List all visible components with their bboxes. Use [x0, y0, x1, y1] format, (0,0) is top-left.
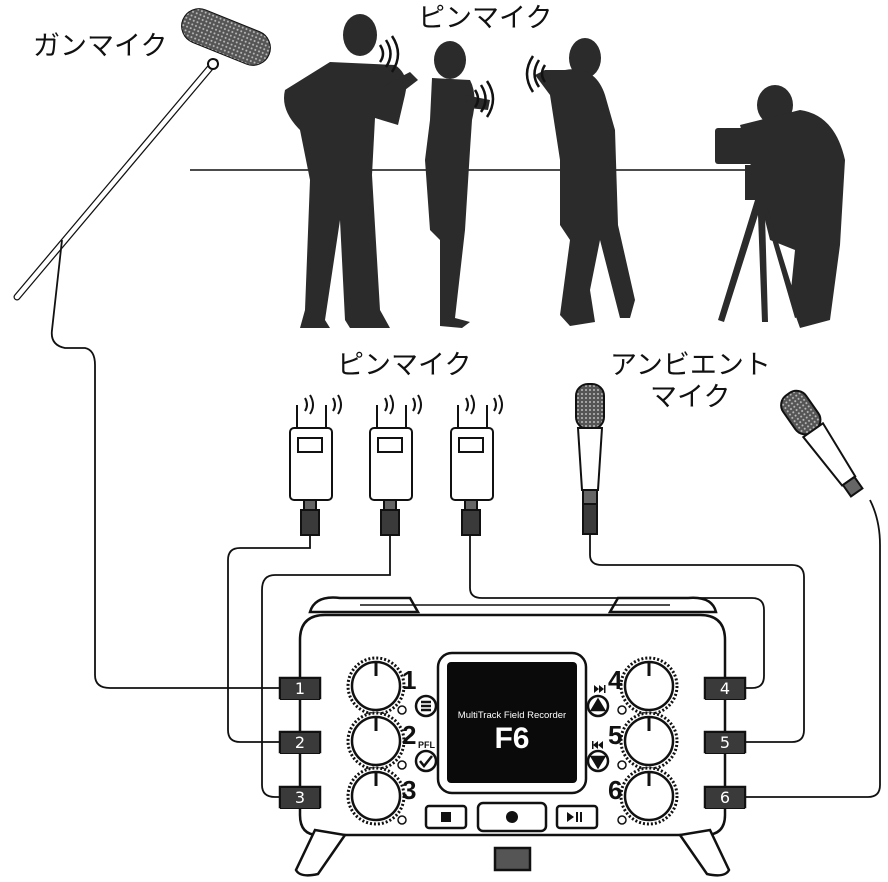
knob-number-1: 1: [402, 665, 417, 695]
stop-icon: [441, 812, 451, 822]
nav-buttons: [414, 694, 610, 773]
knob-number-5: 5: [608, 720, 623, 750]
knob-number-6: 6: [608, 775, 623, 805]
wireless-receivers: [289, 405, 494, 536]
menu-icon: [414, 694, 438, 718]
play-pause-icon: [567, 812, 582, 822]
knob-4: [619, 656, 679, 716]
knob-6: [619, 766, 679, 826]
receiver-wave-icons: [304, 394, 503, 415]
knob-number-2: 2: [402, 720, 417, 750]
screen-model: F6: [494, 722, 530, 755]
input-2-label: 2: [280, 732, 320, 754]
check-icon: [414, 749, 438, 773]
person-man-silhouette: [284, 14, 418, 328]
input-4-label: 4: [705, 678, 745, 700]
knob-number-4: 4: [608, 665, 623, 695]
input-5-label: 5: [705, 732, 745, 754]
person-woman-1-silhouette: [425, 41, 490, 328]
forward-icon: [594, 685, 606, 693]
record-icon: [506, 811, 518, 823]
knob-1: [346, 656, 406, 716]
knob-3: [346, 766, 406, 826]
pin-mic-top-label: ピンマイク: [418, 3, 553, 34]
ambient-label-line2: マイク: [650, 382, 731, 413]
ambient-mic-1-icon: [575, 383, 605, 535]
screen-subtitle: MultiTrack Field Recorder: [457, 710, 567, 721]
knobs: [346, 656, 679, 826]
receiver-1-icon: [289, 405, 333, 536]
pin-mic-bottom-label: ピンマイク: [337, 350, 472, 381]
rewind-icon: [592, 741, 603, 749]
knob-2: [346, 711, 406, 771]
person-woman-2-silhouette: [535, 38, 635, 327]
ambient-label-line1: アンビエント: [610, 350, 771, 381]
ambient-mic-2-icon: [780, 389, 864, 498]
receiver-3-icon: [450, 405, 494, 536]
up-icon: [586, 694, 610, 718]
sound-wave-icon: [378, 35, 547, 118]
indicator-leds: [397, 705, 627, 825]
input-1-label: 1: [280, 678, 320, 700]
down-icon: [586, 749, 610, 773]
camera-operator-silhouette: [715, 85, 845, 328]
gun-mic-icon: [13, 8, 271, 301]
knob-number-3: 3: [402, 775, 417, 805]
knob-5: [619, 711, 679, 771]
recorder-screen: MultiTrack Field Recorder F6: [447, 662, 577, 783]
pfl-label: PFL: [418, 740, 435, 750]
input-3-label: 3: [280, 787, 320, 809]
input-6-label: 6: [705, 787, 745, 809]
receiver-2-icon: [369, 405, 413, 536]
cables: [50, 239, 881, 798]
gun-mic-label: ガンマイク: [33, 31, 168, 62]
